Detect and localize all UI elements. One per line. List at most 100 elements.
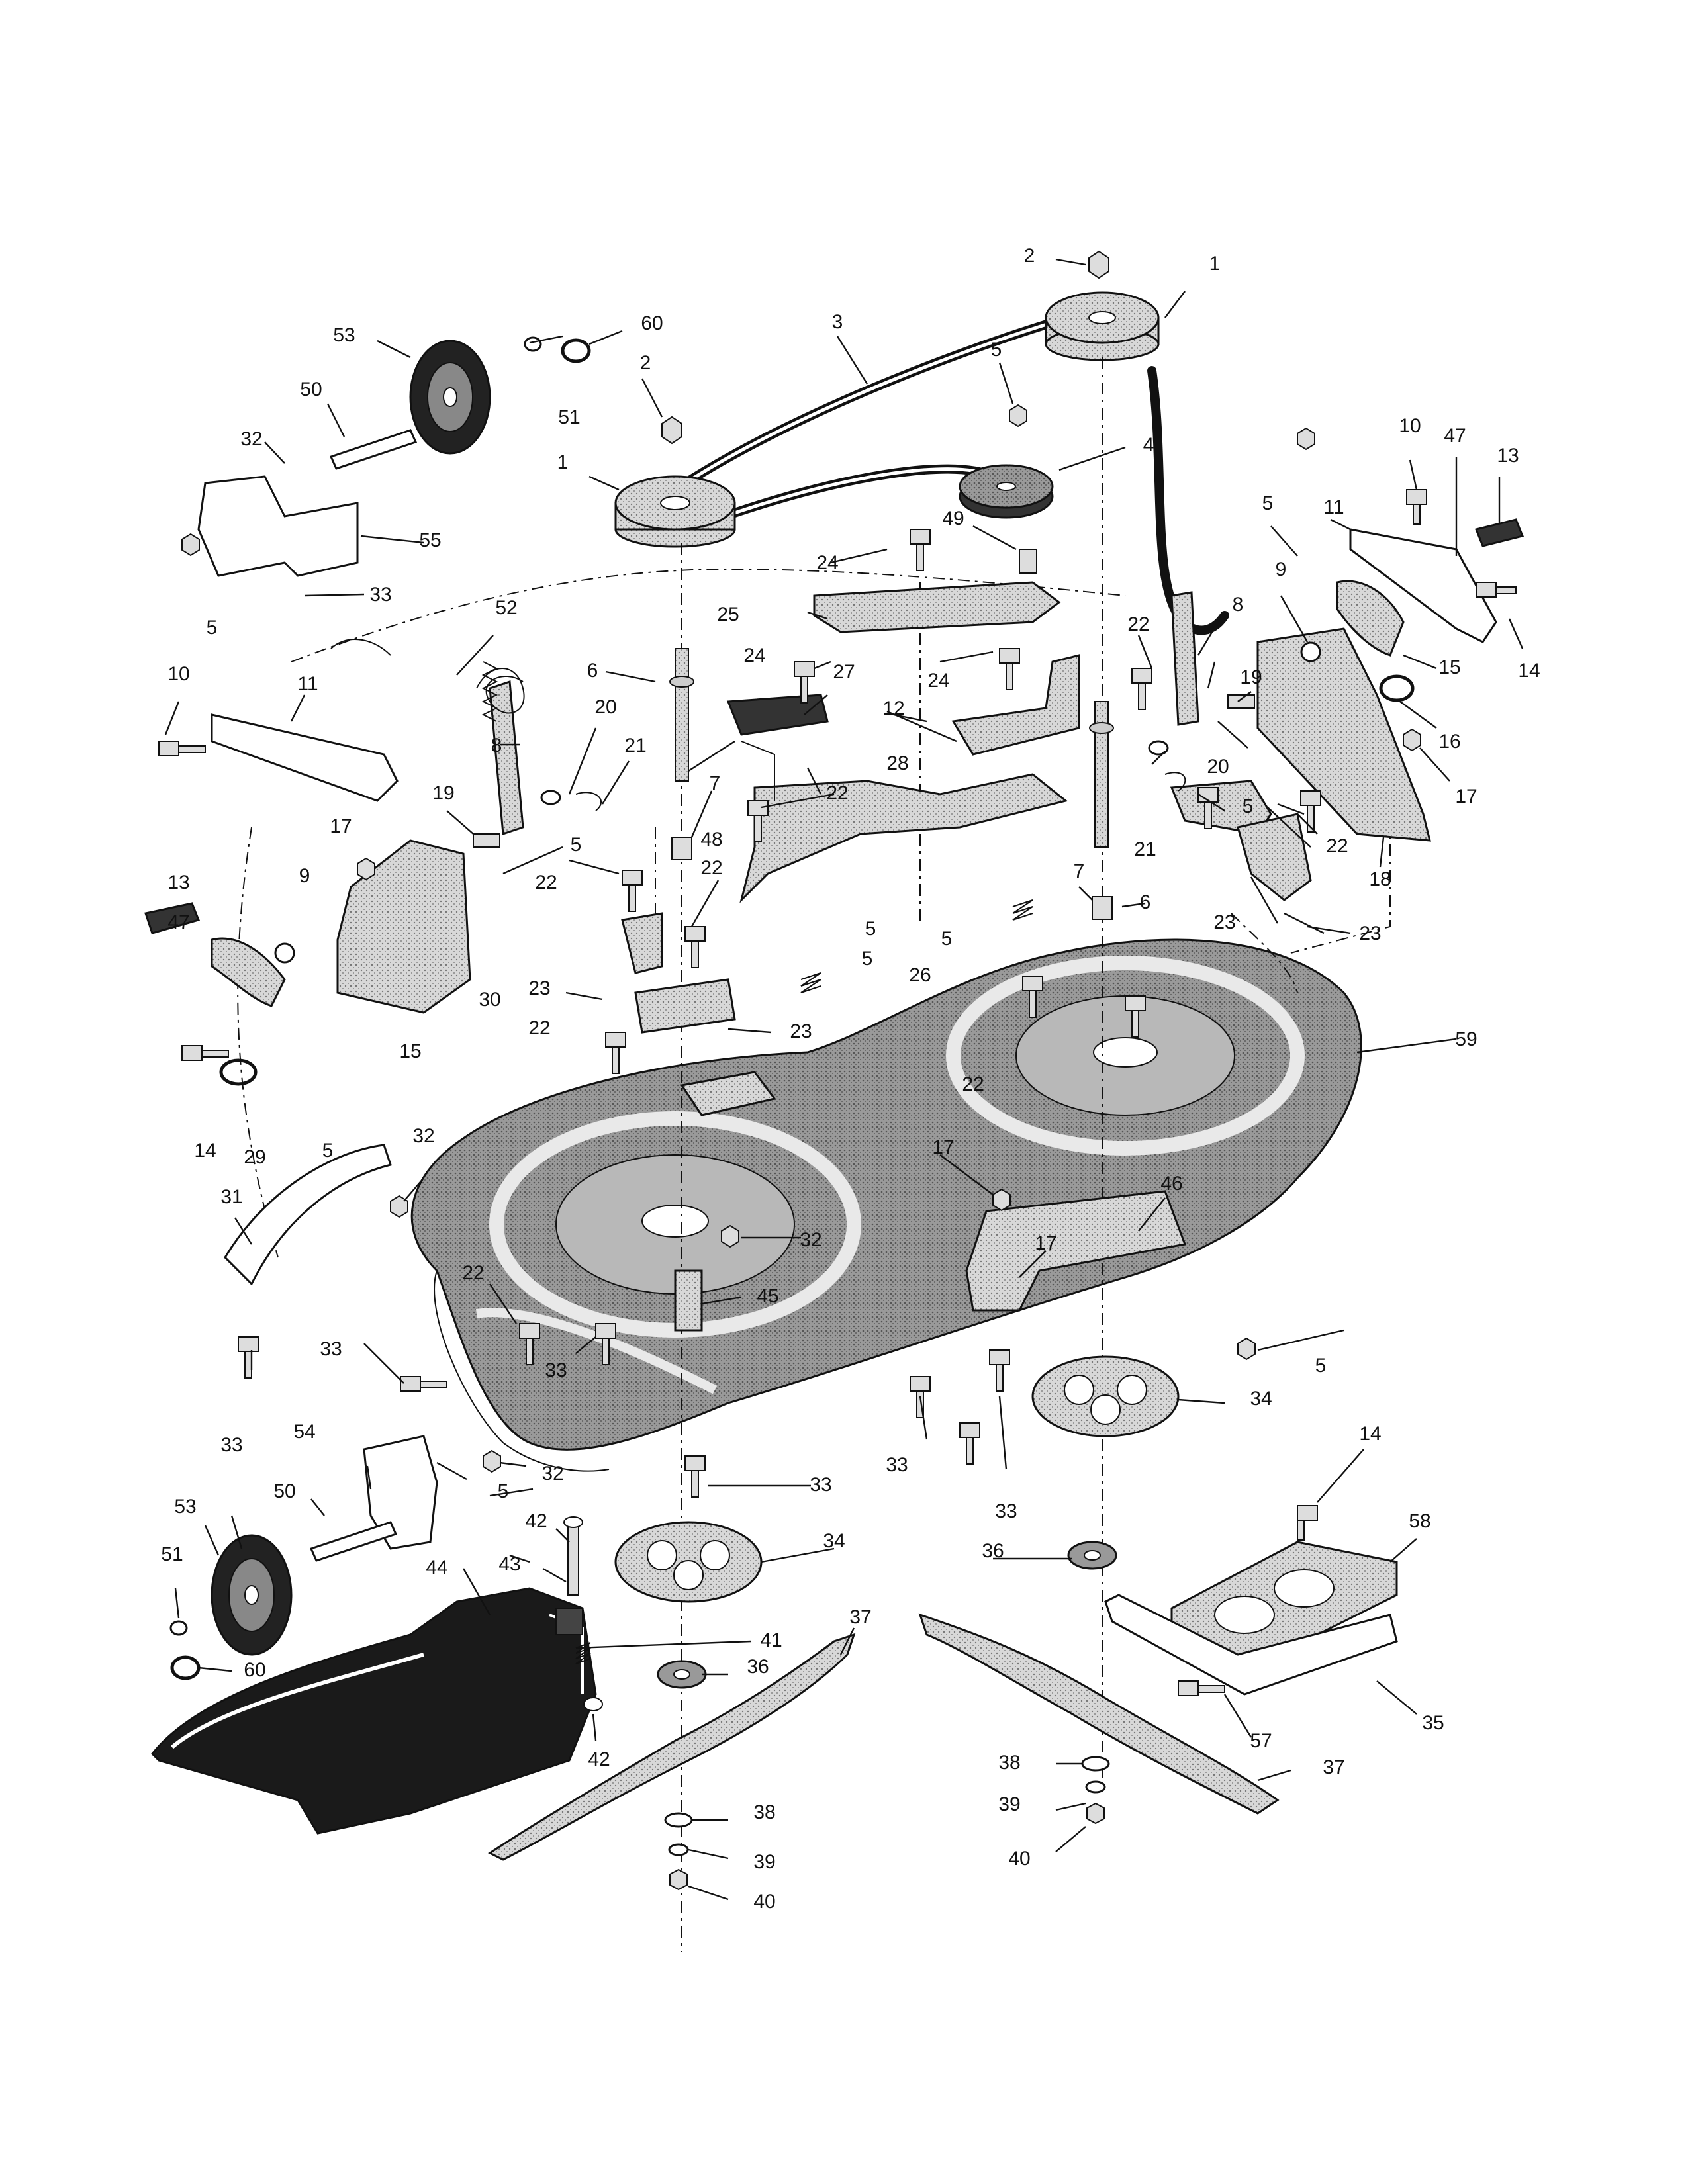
callout-6-right: 6 (1140, 891, 1151, 913)
callout-15-left: 15 (399, 1040, 421, 1062)
callout-32-a: 32 (240, 428, 262, 450)
callout-55: 55 (419, 529, 441, 551)
callout-33-b: 33 (545, 1359, 567, 1381)
callout-36-left: 36 (747, 1656, 769, 1678)
callout-7-right: 7 (1074, 860, 1085, 882)
callout-32-d: 32 (541, 1463, 563, 1484)
callout-16: 16 (1438, 731, 1460, 752)
callout-35: 35 (1422, 1712, 1444, 1734)
callout-33-a: 33 (369, 584, 391, 606)
callout-10-right: 10 (1399, 415, 1421, 437)
callout-5-b: 5 (1262, 492, 1274, 514)
callout-29: 29 (244, 1146, 265, 1168)
idler-bracket-25 (813, 581, 1061, 633)
callout-42-lower: 42 (588, 1749, 610, 1770)
callout-5-d: 5 (865, 918, 876, 940)
callout-1-right: 1 (1209, 253, 1221, 275)
callout-57: 57 (1250, 1730, 1272, 1752)
callout-9-left: 9 (299, 865, 310, 887)
discharge-chute (151, 1587, 597, 1835)
callout-8-left: 8 (491, 735, 502, 756)
callout-21-left: 21 (624, 735, 646, 756)
callout-32-b: 32 (412, 1125, 434, 1147)
belt-guides (621, 780, 1312, 1034)
callout-8-right: 8 (1233, 594, 1244, 615)
callout-60-top: 60 (641, 312, 663, 334)
callout-22-d: 22 (700, 857, 722, 879)
callout-14-lower: 14 (1359, 1423, 1381, 1445)
callout-17-a: 17 (330, 815, 352, 837)
callout-50-lower: 50 (273, 1480, 295, 1502)
callout-17-b: 17 (1455, 786, 1477, 807)
callout-11-right: 11 (1323, 496, 1344, 518)
gauge-wheel-lower (211, 1534, 293, 1656)
callout-47-right: 47 (1444, 425, 1466, 447)
callout-22-h: 22 (462, 1262, 484, 1284)
callout-3: 3 (832, 311, 843, 333)
bracket-30 (336, 839, 471, 1014)
callout-24-a: 24 (816, 552, 838, 574)
gauge-wheel-upper (409, 340, 491, 455)
callout-33-f: 33 (886, 1454, 908, 1476)
bracket-46 (965, 1190, 1187, 1312)
callout-5-c: 5 (571, 834, 582, 856)
callout-4: 4 (1143, 434, 1154, 456)
callout-21-right: 21 (1134, 839, 1156, 860)
callout-36-right: 36 (982, 1540, 1004, 1562)
callout-46: 46 (1160, 1173, 1182, 1195)
callout-33-e: 33 (810, 1474, 831, 1496)
callout-5-h: 5 (322, 1140, 334, 1161)
idler-arm-8-right (1170, 591, 1199, 726)
callout-40-left: 40 (753, 1891, 775, 1913)
callout-52: 52 (495, 597, 517, 619)
callout-22-g: 22 (962, 1073, 984, 1095)
callout-17-c: 17 (932, 1136, 954, 1158)
callout-33-g: 33 (995, 1500, 1017, 1522)
callout-42-upper: 42 (525, 1510, 547, 1532)
callout-22-b: 22 (826, 782, 848, 804)
callout-51-top: 51 (558, 406, 580, 428)
callout-12: 12 (882, 698, 904, 719)
callout-27: 27 (833, 661, 855, 683)
callout-24-c: 24 (927, 670, 949, 692)
callout-2-right: 2 (1024, 245, 1035, 267)
callout-14-right: 14 (1518, 660, 1540, 682)
bracket-27 (726, 694, 829, 736)
callout-9-right: 9 (1276, 559, 1287, 580)
callout-38-left: 38 (753, 1801, 775, 1823)
spindle-housing-right (1031, 1355, 1180, 1437)
spindle-housing-left (614, 1521, 763, 1603)
callout-22-c: 22 (535, 872, 557, 893)
callout-59: 59 (1455, 1028, 1477, 1050)
callout-5-f: 5 (862, 948, 873, 970)
callout-23-d: 23 (1359, 923, 1381, 944)
callout-41: 41 (760, 1629, 782, 1651)
deck-bracket-35 (1104, 1594, 1398, 1696)
callout-60-lower: 60 (244, 1659, 265, 1681)
callout-5-top: 5 (991, 339, 1002, 361)
callout-37-left: 37 (849, 1606, 871, 1628)
callout-54: 54 (293, 1421, 315, 1443)
callout-23-c: 23 (1213, 911, 1235, 933)
callout-28: 28 (886, 752, 908, 774)
idler-pulley (959, 464, 1054, 519)
axle-bolts-50 (309, 429, 418, 1562)
callout-22-f: 22 (528, 1017, 550, 1039)
callout-38-right: 38 (998, 1752, 1020, 1774)
callout-5-g: 5 (1243, 796, 1254, 817)
callout-5-e: 5 (941, 928, 953, 950)
callout-30: 30 (479, 989, 500, 1011)
right-spindle-pulley (1045, 291, 1160, 361)
callout-13-left: 13 (167, 872, 189, 893)
callout-45: 45 (757, 1285, 778, 1307)
callout-47-left: 47 (167, 911, 189, 933)
left-spindle-pulley (614, 475, 736, 548)
left-idler-arm-11 (211, 713, 399, 802)
callout-48: 48 (700, 829, 722, 850)
blade-right (918, 1613, 1280, 1815)
callout-31: 31 (220, 1186, 242, 1208)
callout-18: 18 (1369, 868, 1391, 890)
callout-22-a: 22 (1127, 614, 1149, 635)
callout-53-top: 53 (333, 324, 355, 346)
callout-19-right: 19 (1240, 666, 1262, 688)
